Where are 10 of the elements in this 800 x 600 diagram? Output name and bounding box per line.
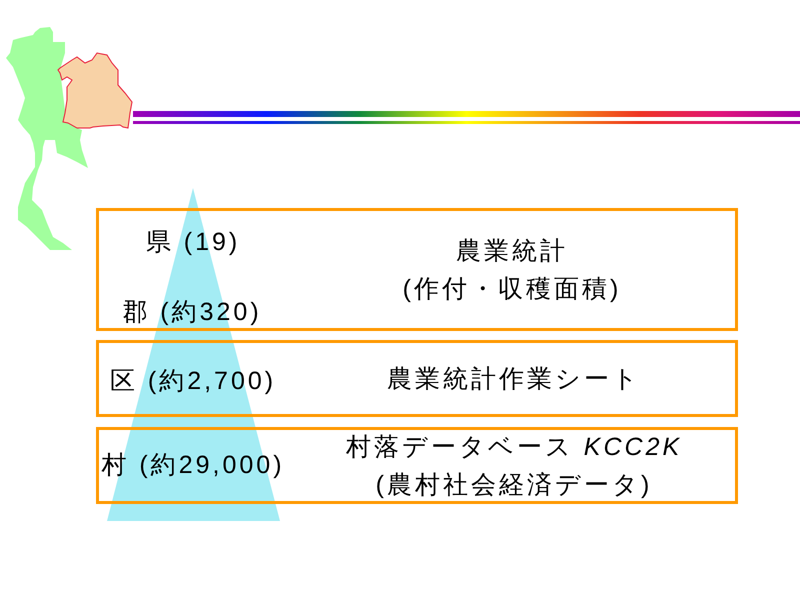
- data-source-text: 農業統計 (作付・収穫面積): [402, 236, 622, 305]
- data-source-text: 農業統計作業シート: [387, 364, 641, 395]
- level-box: [96, 208, 738, 331]
- level-box: [96, 340, 738, 417]
- level-count-label: 郡 (約320): [122, 297, 262, 328]
- level-count-label: 県 (19): [146, 227, 240, 258]
- data-source-text: 村落データベース KCC2K (農村社会経済データ): [344, 432, 684, 501]
- level-count-label: 区 (約2,700): [110, 366, 276, 397]
- level-count-label: 村 (約29,000): [101, 450, 285, 481]
- level-box: [96, 427, 738, 504]
